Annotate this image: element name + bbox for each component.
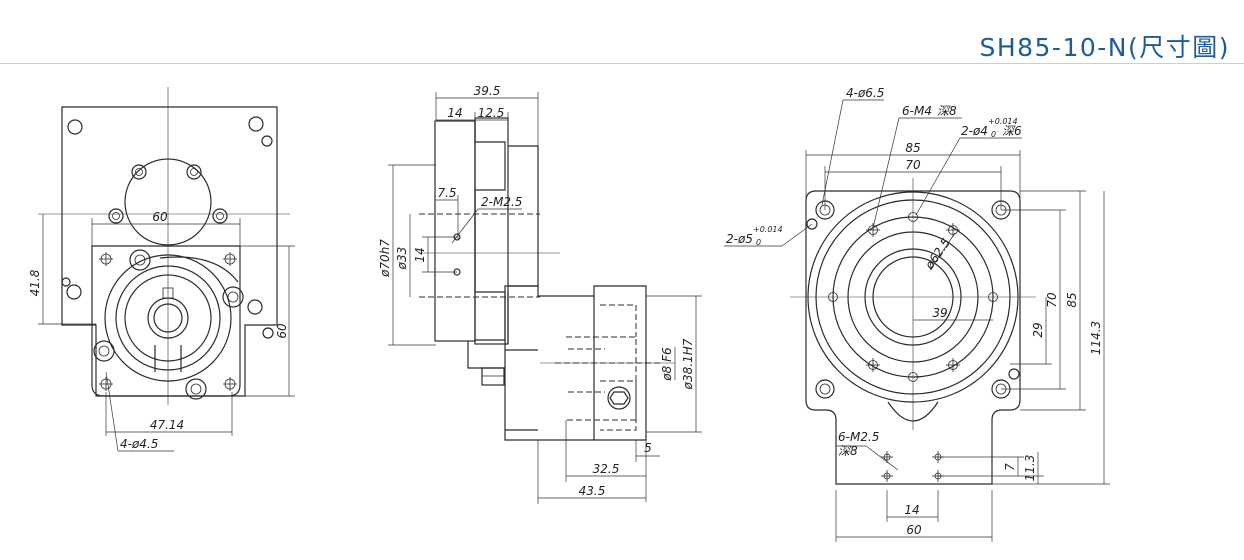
right-dim-85-height: 85	[1065, 292, 1079, 307]
mid-dim-7: 7.5	[437, 186, 456, 200]
mid-dim-70h7: ø70h7	[378, 239, 392, 278]
mid-dim-m25: 2-M2.5	[481, 195, 522, 209]
mid-dim-32: 32.5	[593, 462, 620, 476]
middle-view: 39.5 14 12.5 7.5 2-M2.5 ø70h7 ø33 14 ø8 …	[378, 84, 702, 504]
mid-dim-12: 12.5	[478, 106, 505, 120]
right-view: 4-ø6.5 6-M4 深8 2-ø4 +0.014 0 深6 85 70 2-…	[724, 86, 1110, 542]
right-dim-pin4-tol-upper: +0.014	[988, 117, 1018, 126]
right-dim-pin5-tol-upper: +0.014	[753, 225, 783, 234]
right-dim-7: 7	[1003, 463, 1017, 471]
left-flange-body	[91, 245, 241, 397]
right-dim-m25-depth: 深8	[838, 444, 858, 458]
right-dim-m4: 6-M4	[902, 104, 932, 118]
mid-dim-14: 14	[447, 106, 462, 120]
right-dim-11: 11.3	[1023, 455, 1037, 482]
mid-dim-8f6: ø8 F6	[660, 347, 674, 382]
right-flange-outline	[805, 190, 1021, 485]
mid-dim-39: 39.5	[474, 84, 501, 98]
right-dim-pin4-tol-lower: 0	[991, 130, 996, 139]
left-dim-47-width: 47.14	[150, 418, 184, 432]
right-dim-hole-65: 4-ø6.5	[846, 86, 884, 100]
mid-dim-33: ø33	[395, 247, 409, 271]
right-dim-70-width: 70	[905, 158, 921, 172]
right-dim-29: 29	[1031, 322, 1045, 337]
page-title: SH85-10-N(尺寸圖)	[979, 33, 1230, 62]
right-dim-62-bolt-circle: ø62.5	[922, 236, 954, 273]
right-dim-m25: 6-M2.5	[838, 430, 879, 444]
right-dim-70-height: 70	[1045, 292, 1059, 308]
mid-dim-38h7: ø38.1H7	[681, 338, 695, 390]
right-dim-pin4-depth: 深6	[1002, 124, 1022, 138]
right-dim-85-width: 85	[905, 141, 920, 155]
right-dim-60-bottom: 60	[906, 523, 922, 537]
mid-dim-5: 5	[644, 441, 652, 455]
left-dim-60-height: 60	[275, 323, 289, 339]
right-dim-pin5-tol-lower: 0	[756, 238, 761, 247]
right-dim-m4-depth: 深8	[937, 104, 957, 118]
right-dim-14-bottom: 14	[904, 503, 919, 517]
right-dim-114-height: 114.3	[1089, 321, 1103, 355]
left-view: 60 41.8 60 47.14 4-ø4.5	[28, 87, 295, 452]
left-dim-60-width: 60	[152, 210, 168, 224]
left-dim-hole-callout: 4-ø4.5	[120, 437, 158, 451]
right-dim-pin5: 2-ø5	[726, 232, 753, 246]
right-dim-pin4: 2-ø4	[961, 124, 988, 138]
title-divider	[0, 63, 1244, 64]
left-dim-41-height: 41.8	[28, 269, 42, 296]
right-dim-39: 39	[932, 306, 947, 320]
mid-dim-43: 43.5	[579, 484, 606, 498]
mid-dim-14-vertical: 14	[413, 247, 427, 262]
